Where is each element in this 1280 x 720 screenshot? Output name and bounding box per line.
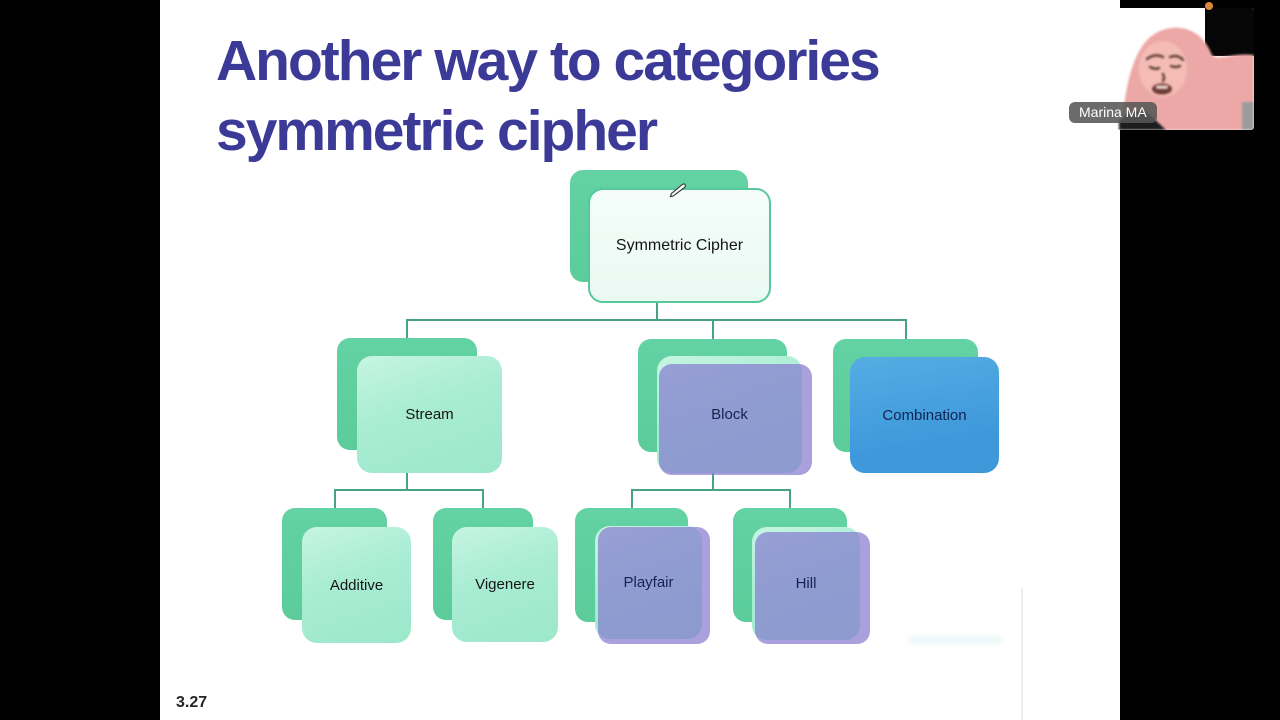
person-teeth (1156, 85, 1168, 89)
connector-drop-hill (789, 490, 791, 508)
person-face-features (1145, 54, 1185, 83)
node-playfair-highlight (598, 527, 710, 644)
participant-name-label: Marina MA (1069, 102, 1157, 123)
screen-artifact-line (1021, 588, 1023, 720)
node-combination-box (850, 357, 999, 473)
webcam-gray-corner (1242, 102, 1254, 130)
connector-drop-playfair (631, 490, 633, 508)
node-stream-label: Stream (405, 406, 454, 423)
slide-title-line2: symmetric cipher (216, 99, 658, 163)
node-hill-label: Hill (795, 575, 817, 592)
node-symmetric-cipher-label: Symmetric Cipher (615, 236, 744, 254)
connector-drop-vigenere (482, 490, 484, 508)
node-vigenere-box (452, 527, 558, 642)
node-playfair-label: Playfair (623, 574, 674, 591)
connector-stream-stem (406, 472, 408, 490)
person-mouth (1152, 83, 1172, 95)
recording-indicator-dot (1205, 2, 1213, 10)
connector-stream-horizontal (334, 489, 484, 491)
node-block-highlight (659, 364, 812, 475)
shared-slide: Another way to categories symmetric ciph… (160, 0, 1120, 720)
connector-drop-stream (406, 320, 408, 339)
screen-artifact-smudge (908, 636, 1003, 644)
node-symmetric-cipher-box (588, 188, 771, 303)
webcam-dark-background (1205, 8, 1254, 56)
connector-block-horizontal (631, 489, 791, 491)
node-additive-box (302, 527, 411, 643)
connector-root-stem (656, 302, 658, 320)
pen-cursor-icon (669, 183, 687, 198)
node-additive-label: Additive (329, 576, 384, 594)
connector-drop-additive (334, 490, 336, 508)
slide-title-line1: Another way to categories (216, 29, 881, 93)
node-hill-highlight (755, 532, 870, 644)
connector-level1-horizontal (406, 319, 907, 321)
node-stream-box (357, 356, 502, 473)
slide-page-number: 3.27 (176, 694, 208, 711)
slide-title: Another way to categories symmetric ciph… (216, 26, 881, 166)
connector-block-stem (712, 473, 714, 490)
node-vigenere-label: Vigenere (475, 576, 535, 593)
connector-drop-combination (905, 320, 907, 340)
node-block-label: Block (711, 406, 748, 423)
participant-video-tile[interactable]: Marina MA (1064, 8, 1254, 130)
node-combination-label: Combination (882, 406, 967, 424)
connector-drop-block (712, 320, 714, 340)
